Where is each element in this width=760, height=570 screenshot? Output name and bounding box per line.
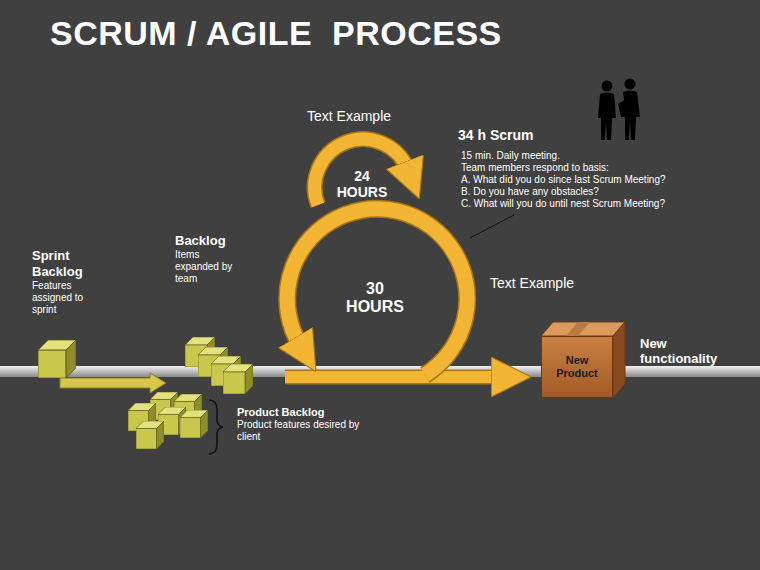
node-body: Items expanded by team <box>175 249 243 285</box>
scrum-heading: 34 h Scrum <box>458 127 533 144</box>
node-body: Features assigned to sprint <box>32 280 94 316</box>
sprint-cube <box>38 340 76 378</box>
product-box: New Product <box>541 336 613 398</box>
scrum-note: 15 min. Daily meeting. <box>461 150 560 162</box>
node-heading: Backlog <box>175 233 243 249</box>
flow-ribbon <box>285 371 500 383</box>
node-heading: Sprint Backlog <box>32 248 94 280</box>
node-heading: New Product <box>548 354 606 380</box>
brace <box>209 400 223 454</box>
ribbon-shadow <box>285 370 500 385</box>
cycle-duration: 24 HOURS <box>332 168 392 200</box>
backlog-label: BacklogItems expanded by team <box>175 233 243 285</box>
text-example: Text Example <box>307 108 391 125</box>
daily-loop <box>315 139 408 205</box>
slide-title: SCRUM / AGILE PROCESS <box>50 14 502 53</box>
node-heading: Product Backlog <box>237 405 382 419</box>
cycle-duration: 30 HOURS <box>343 280 407 316</box>
leader-line <box>470 215 514 238</box>
backlog-label: Product BacklogProduct features desired … <box>237 405 382 443</box>
sprint-arrow <box>60 373 166 393</box>
people-silhouette <box>598 79 640 141</box>
sprint-loop <box>287 209 467 375</box>
node-body: Product features desired by client <box>237 419 382 443</box>
scrum-note: Team members respond to basis: <box>461 162 609 174</box>
product-cube <box>180 410 208 438</box>
box-top <box>541 322 625 336</box>
product-cube <box>136 421 164 449</box>
box-side <box>613 322 625 398</box>
ribbon-shadow <box>315 139 408 205</box>
output-label: New functionality <box>640 336 736 366</box>
text-example: Text Example <box>490 275 574 292</box>
ribbon-shadow <box>287 209 467 375</box>
backlog-cube <box>223 364 253 394</box>
scrum-note: A. What did you do since last Scrum Meet… <box>461 174 666 186</box>
backlog-label: Sprint BacklogFeatures assigned to sprin… <box>32 248 94 316</box>
scrum-note: C. What will you do until nest Scrum Mee… <box>461 198 665 210</box>
box-tape <box>566 322 590 336</box>
ground-line <box>0 366 760 377</box>
scrum-note: B. Do you have any obstacles? <box>461 186 599 198</box>
